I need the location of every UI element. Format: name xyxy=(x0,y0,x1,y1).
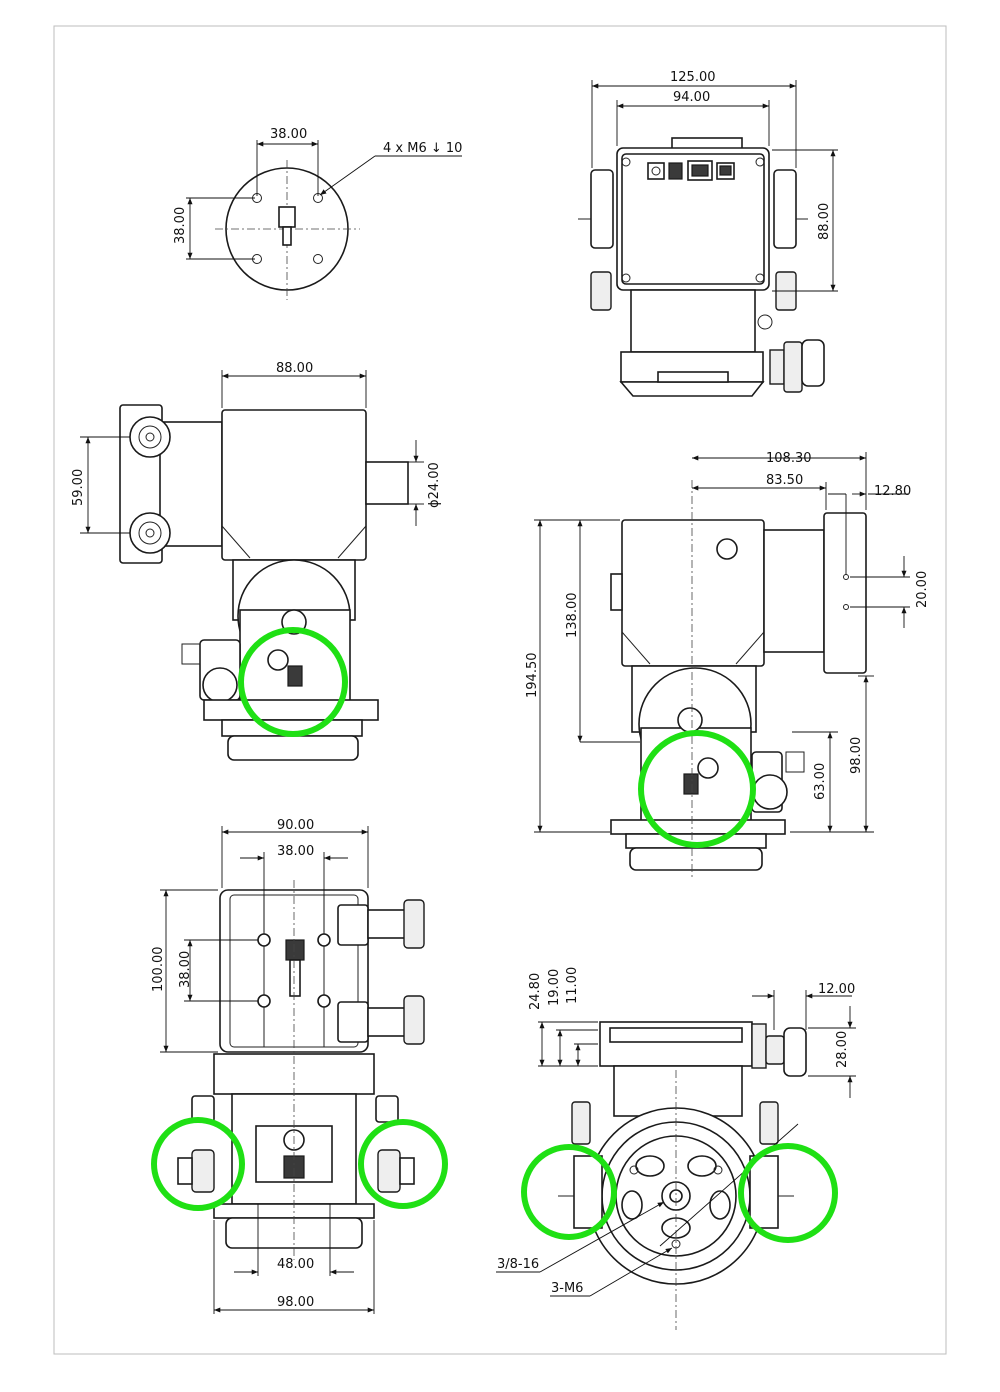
dim-bottom-left-100: 100.00 xyxy=(151,947,166,993)
dim-bottom-left-38-h: 38.00 xyxy=(277,844,314,859)
thread-callout: 3/8-16 xyxy=(497,1257,539,1272)
dim-middle-right-138: 138.00 xyxy=(565,593,580,639)
dim-bottom-right-28: 28.00 xyxy=(835,1031,850,1068)
middle-right-side-view: 108.30 83.50 12.80 20.00 194.50 138.00 9… xyxy=(525,451,930,880)
highlight-circle xyxy=(358,1119,448,1209)
dim-top-right-94: 94.00 xyxy=(673,90,710,105)
top-right-connector-view: 125.00 94.00 88.00 xyxy=(578,70,838,397)
dim-bottom-left-98: 98.00 xyxy=(277,1295,314,1310)
dim-top-right-88: 88.00 xyxy=(817,203,832,240)
dim-middle-left-59: 59.00 xyxy=(71,469,86,506)
highlight-circle xyxy=(238,627,348,737)
top-left-flange-view: 38.00 38.00 4 x M6 ↓ 10 xyxy=(173,127,462,300)
dim-middle-right-98: 98.00 xyxy=(849,737,864,774)
highlight-circle xyxy=(151,1117,245,1211)
hole-callout-top-left: 4 x M6 ↓ 10 xyxy=(383,141,462,156)
highlight-circle xyxy=(738,1143,838,1243)
spoke-hole-icon xyxy=(621,1155,731,1239)
dim-bottom-left-38-v: 38.00 xyxy=(178,951,193,988)
dim-middle-right-194: 194.50 xyxy=(525,653,540,699)
highlight-markers xyxy=(151,627,838,1243)
dim-middle-left-88: 88.00 xyxy=(276,361,313,376)
dim-middle-right-12-80: 12.80 xyxy=(874,484,911,499)
dim-bottom-right-11: 11.00 xyxy=(565,967,580,1004)
sheet-border xyxy=(53,25,947,1355)
dim-middle-right-63: 63.00 xyxy=(813,763,828,800)
dim-bottom-left-90: 90.00 xyxy=(277,818,314,833)
dim-bottom-right-19: 19.00 xyxy=(547,969,562,1006)
middle-left-side-view: 88.00 59.00 ϕ24.00 xyxy=(71,361,442,761)
dim-middle-right-20: 20.00 xyxy=(915,571,930,608)
dim-bottom-right-12: 12.00 xyxy=(818,982,855,997)
dim-middle-right-108: 108.30 xyxy=(766,451,812,466)
dim-middle-right-83: 83.50 xyxy=(766,473,803,488)
knob-icon xyxy=(129,416,171,554)
highlight-circle xyxy=(521,1144,617,1240)
bottom-right-underside-view: 24.80 19.00 11.00 12.00 28.00 3/8-16 3-M… xyxy=(496,967,856,1330)
dim-bottom-left-48: 48.00 xyxy=(277,1257,314,1272)
bottom-left-front-view: 90.00 38.00 100.00 38.00 48.00 98.00 xyxy=(151,818,425,1314)
hole-callout-bottom-right: 3-M6 xyxy=(551,1281,583,1296)
dim-middle-left-diameter: ϕ24.00 xyxy=(427,462,442,508)
dim-top-left-38-v: 38.00 xyxy=(173,207,188,244)
dim-bottom-right-24-80: 24.80 xyxy=(528,973,543,1010)
dim-top-right-125: 125.00 xyxy=(670,70,716,85)
highlight-circle xyxy=(638,730,756,848)
dim-top-left-38-h: 38.00 xyxy=(270,127,307,142)
port-icon xyxy=(647,160,735,181)
